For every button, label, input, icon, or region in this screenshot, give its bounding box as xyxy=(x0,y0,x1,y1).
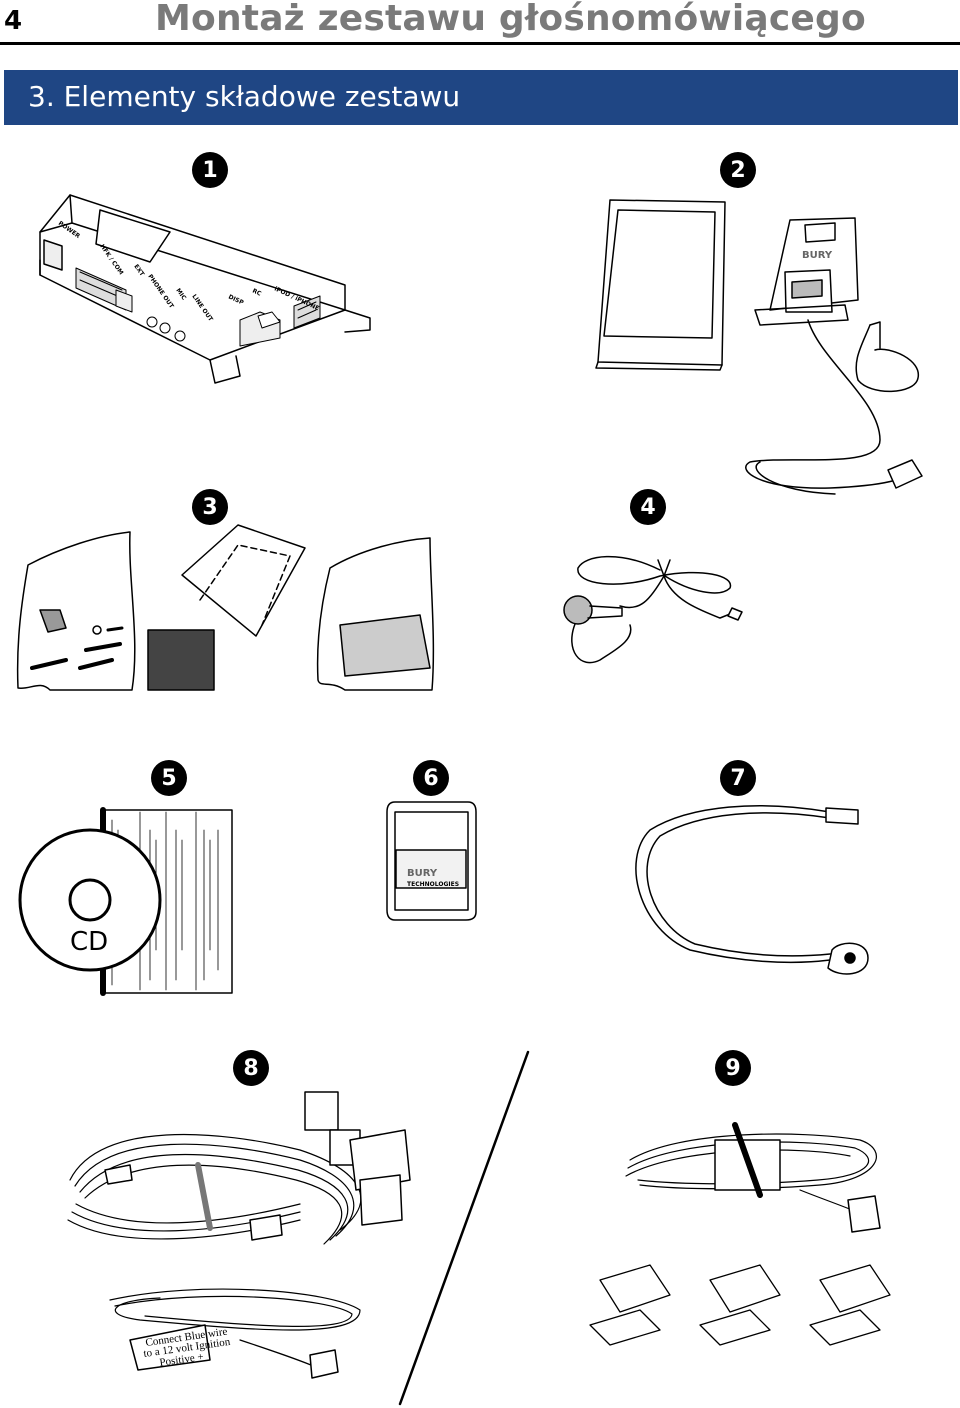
section-banner: 3. Elementy składowe zestawu xyxy=(4,70,958,125)
item-number-7: 7 xyxy=(720,760,756,796)
port-label-phone-out: PHONE OUT xyxy=(146,273,175,310)
cd-and-manual-icon: CD xyxy=(18,807,233,996)
page-number: 4 xyxy=(4,6,23,36)
main-module-icon: HFK / COM EXT PHONE OUT MIC LINE OUT DIS… xyxy=(39,194,371,384)
page-title: Montaż zestawu głośnomówiącego xyxy=(155,0,866,39)
port-label-ext: EXT xyxy=(132,263,146,278)
holder-brand: BURY xyxy=(802,250,833,261)
remote-control-icon: BURY TECHNOLOGIES xyxy=(386,801,477,921)
remote-subtitle: TECHNOLOGIES xyxy=(407,881,459,888)
port-label-rc: RC xyxy=(251,287,263,297)
microphone-icon xyxy=(563,555,743,664)
ipod-cable-icon xyxy=(635,805,869,975)
section-title: 3. Elementy składowe zestawu xyxy=(28,80,461,113)
item-number-5: 5 xyxy=(151,760,187,796)
item-number-6: 6 xyxy=(413,760,449,796)
item-number-8: 8 xyxy=(233,1050,269,1086)
mounting-accessories-icon xyxy=(16,524,435,691)
title-rule xyxy=(0,42,960,45)
item-number-1: 1 xyxy=(192,152,228,188)
cd-label: CD xyxy=(70,927,108,957)
port-label-line-out: LINE OUT xyxy=(190,293,214,323)
item-number-9: 9 xyxy=(715,1050,751,1086)
item-number-4: 4 xyxy=(630,489,666,525)
port-label-mic: MIC xyxy=(174,287,187,302)
item-number-3: 3 xyxy=(192,489,228,525)
remote-brand: BURY xyxy=(407,868,438,879)
port-label-disp: DISP xyxy=(227,293,245,306)
wiring-harness-icon: Connect Blue wire to a 12 volt Ignition … xyxy=(67,1091,411,1379)
divider-line xyxy=(398,1050,530,1406)
extension-cable-and-clips-icon xyxy=(589,1122,891,1346)
item-number-2: 2 xyxy=(720,152,756,188)
display-and-holder-icon: BURY xyxy=(595,199,923,495)
